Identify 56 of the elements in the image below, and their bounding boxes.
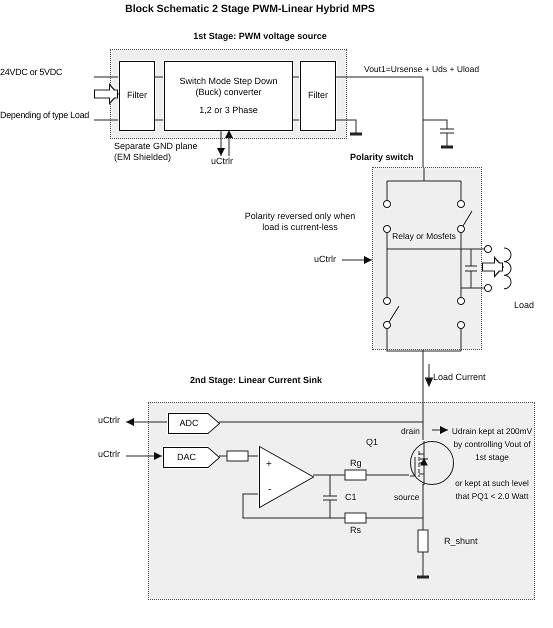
edge-label: Vout1=Ursense + Uds + Uload: [364, 64, 476, 75]
filter-block: [119, 61, 155, 131]
component-label: R_shunt: [444, 536, 479, 548]
text-label: uCtrlr: [98, 415, 120, 426]
arrow: [432, 426, 448, 434]
wire: [292, 76, 300, 120]
block-label: ADC: [179, 418, 198, 430]
stage-heading: Polarity switch: [350, 152, 415, 164]
wire: [312, 474, 410, 476]
component-label: Q1: [366, 437, 380, 448]
wire: [94, 76, 118, 78]
note-text: Polarity reversed only when load is current-less: [244, 211, 356, 234]
stage-panel: [110, 49, 347, 139]
stage-heading: 2nd Stage: Linear Current Sink: [190, 375, 324, 386]
pin-label: source: [394, 492, 421, 503]
pin-label: drain: [401, 426, 421, 437]
component-label: C1: [345, 492, 358, 504]
converter-block: [164, 61, 293, 131]
note-text: or kept at such level that PQ1 < 2.0 Watt: [454, 477, 530, 504]
arrow: [126, 452, 162, 460]
arrow: [126, 418, 168, 426]
stage-panel: [148, 402, 535, 600]
arrow: [342, 256, 372, 264]
block-label: Relay or Mosfets: [391, 231, 457, 242]
diagram-title: Block Schematic 2 Stage PWM-Linear Hybrid MPS: [124, 3, 376, 16]
note-text: Udrain kept at 200mV by controlling Vout of 1st stage: [450, 425, 534, 464]
component-label: Rs: [350, 525, 362, 536]
block-label: 1,2 or 3 Phase: [199, 105, 258, 116]
wire: [218, 422, 424, 440]
block-label: Switch Mode Step Down (Buck) converter: [178, 76, 279, 98]
text-label: uCtrlr: [98, 449, 120, 460]
block-arrow: [94, 83, 119, 105]
pin-label: +: [266, 459, 273, 472]
block-label: DAC: [176, 452, 196, 464]
text-label: 24VDC or 5VDC: [0, 67, 62, 78]
text-label: uCtrlr: [211, 156, 233, 168]
block-arrow: [482, 256, 504, 278]
text-label: uCtrlr: [314, 254, 336, 266]
wire: [242, 484, 424, 518]
stage-heading: 1st Stage: PWM voltage source: [192, 31, 328, 42]
text-label: Depending of type Load: [0, 110, 89, 121]
load-label: Load: [514, 300, 536, 312]
adc-block: [168, 413, 220, 434]
pin-label: -: [268, 484, 272, 496]
dac-block: [163, 447, 220, 468]
arrow: [225, 130, 233, 156]
wire: [154, 76, 164, 120]
wire: [334, 76, 424, 168]
current-label: Load Current: [433, 372, 487, 384]
mosfet-symbol: [410, 441, 454, 485]
filter-block: [300, 61, 336, 131]
component-label: Rg: [350, 458, 363, 470]
op-amp-symbol: [259, 446, 314, 508]
arrow: [217, 130, 225, 156]
block-label: Filter: [127, 90, 147, 102]
block-label: Filter: [308, 90, 328, 102]
